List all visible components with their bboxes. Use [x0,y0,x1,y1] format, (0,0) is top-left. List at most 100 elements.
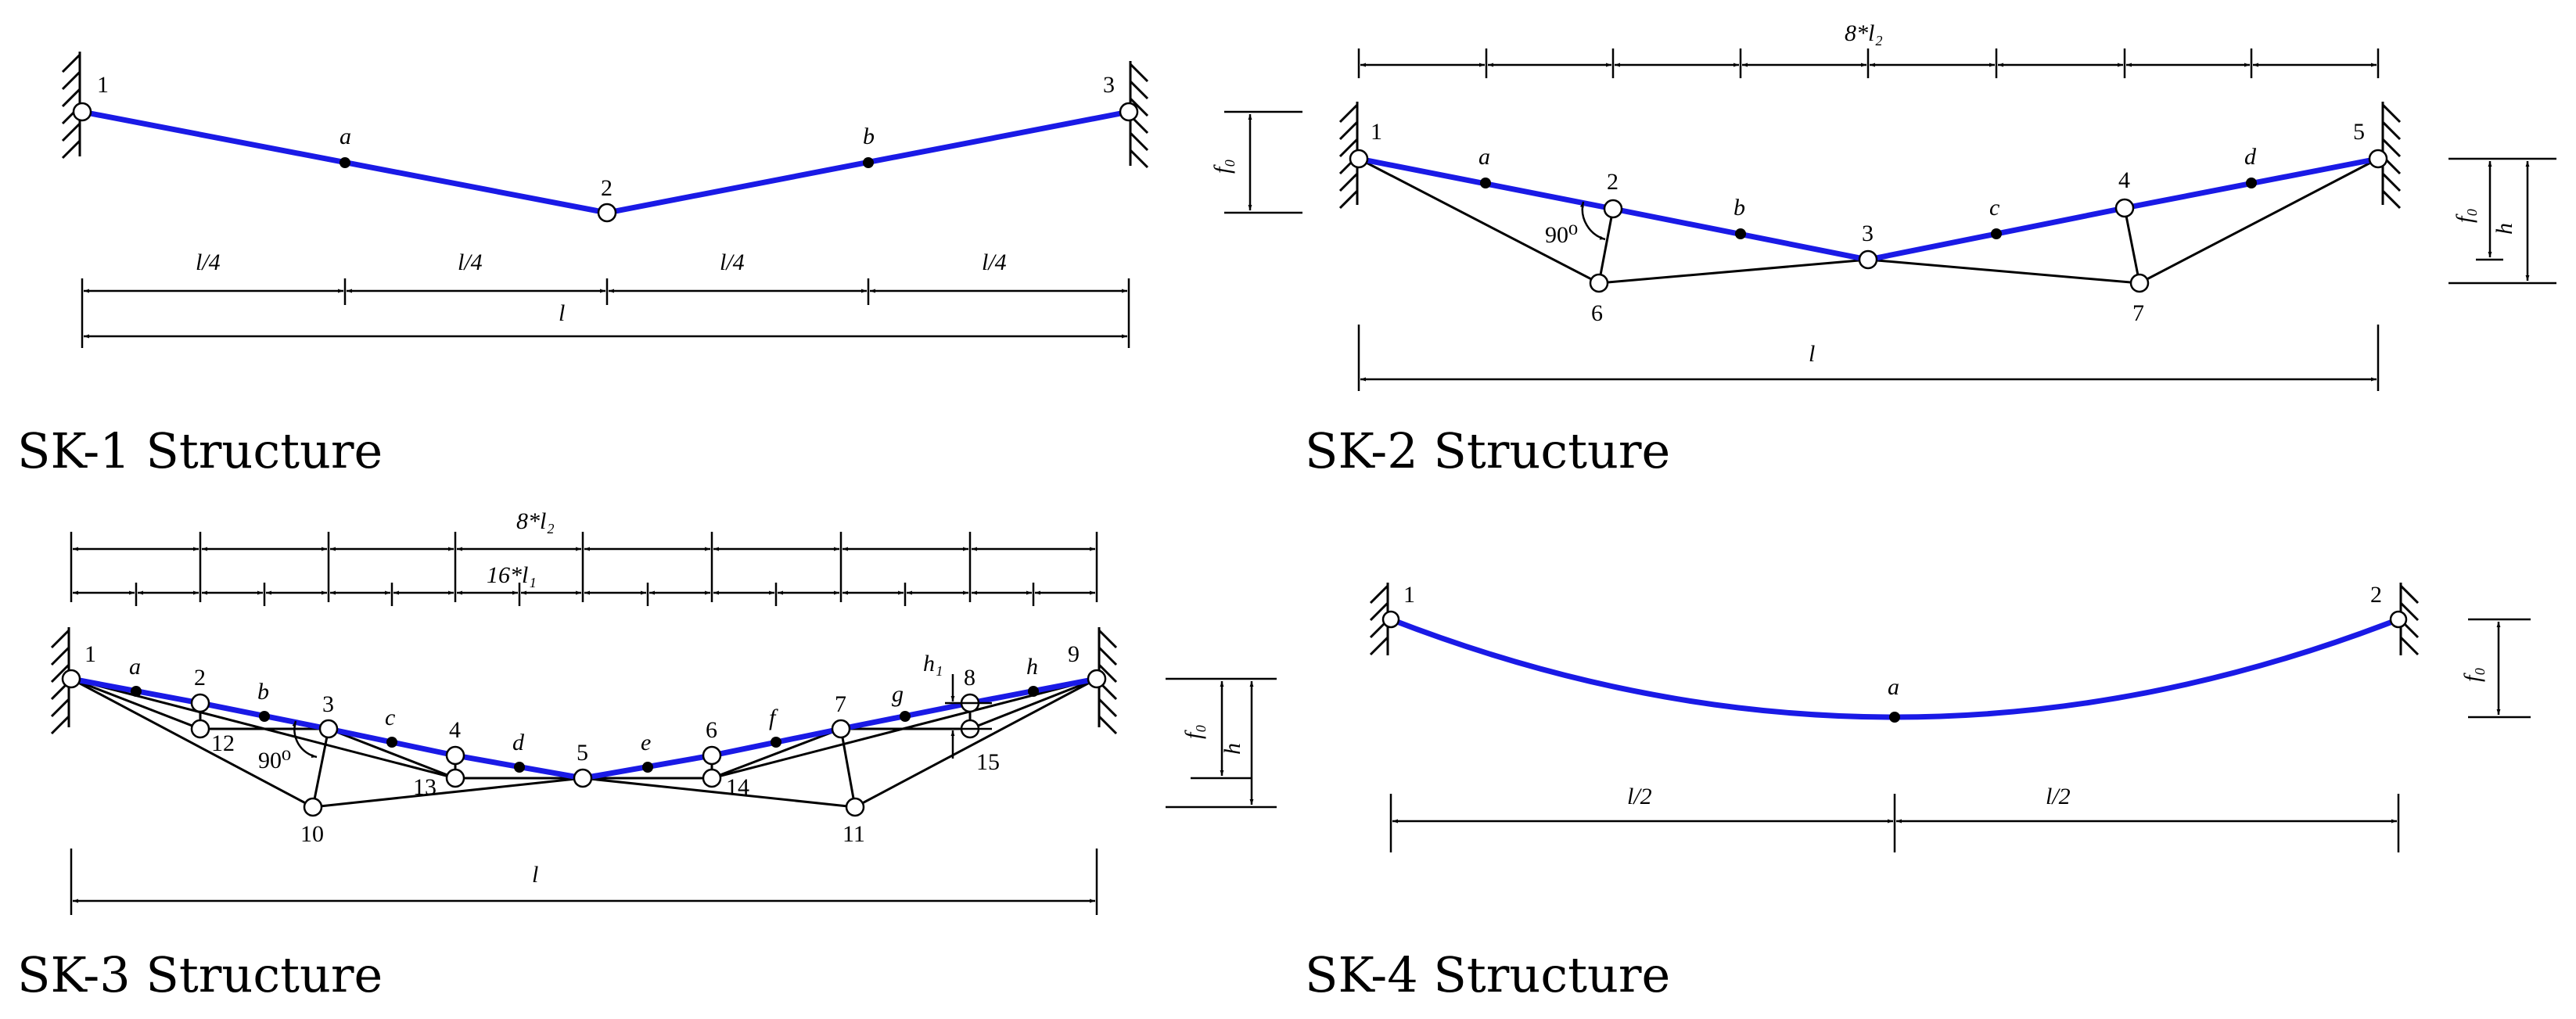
rise-height-dimension [1166,677,1277,809]
dim-label-span: l [1809,341,1815,367]
h1-label: h₁ [923,651,943,676]
height-label: h [2492,223,2517,235]
panel-title-sk1: SK-1 Structure [17,422,383,479]
point-label-d: d [512,730,525,755]
node-7 [2129,273,2150,293]
point-label-d: d [2244,144,2257,170]
point-label-b: b [257,679,269,705]
node-label-7: 7 [835,691,846,717]
right-angle-mark [1579,201,1606,241]
node-14 [702,768,722,788]
point-a [131,686,142,697]
rise-dimension [2468,618,2531,719]
half-dimension [1389,794,2400,852]
rise-label: f₀ [2459,667,2485,682]
point-label-c: c [1989,195,1999,221]
point-b [259,711,270,722]
node-5 [2368,149,2388,169]
point-h [1028,686,1039,697]
node-6 [1589,273,1609,293]
panel-title-sk3: SK-3 Structure [17,946,383,1003]
node-6 [702,745,722,766]
rise-height-dimension [2448,157,2556,285]
dim-label-span: l [532,862,538,888]
node-label-2: 2 [194,665,206,691]
sub-dimension [73,583,1095,606]
top-dimension [70,532,1098,602]
node-3 [318,719,339,739]
quarter-dimension [81,278,1130,348]
node-label-8: 8 [964,665,975,691]
node-12 [190,719,210,739]
node-label-7: 7 [2132,300,2144,326]
node-label-2: 2 [1607,169,1619,195]
top-dimension-label: 8*l₂ [516,508,555,534]
sk3-panel: 1 2 3 4 5 6 7 8 9 10 11 12 13 14 15 a b … [17,508,1277,1003]
rise-dimension [1224,110,1302,214]
point-label-f: f [769,705,778,730]
node-label-2: 2 [2370,582,2382,608]
point-label-e: e [641,730,651,755]
point-label-a: a [1478,144,1490,170]
node-4 [2114,198,2135,218]
point-b [1735,228,1746,239]
angle-label: 90⁰ [258,748,291,773]
point-b [863,157,874,168]
node-10 [303,797,323,817]
node-label-4: 4 [2118,167,2130,193]
node-label-14: 14 [726,774,749,800]
node-11 [845,797,865,817]
point-d [2246,178,2257,188]
span-dimension [1357,325,2380,391]
point-label-b: b [863,124,875,149]
point-a [1480,178,1491,188]
node-7 [831,719,851,739]
rise-label: f₀ [2452,208,2477,223]
right-angle-mark [292,720,318,759]
panel-title-sk2: SK-2 Structure [1305,422,1670,479]
point-label-g: g [892,681,904,707]
point-label-a: a [1888,674,1899,700]
node-label-12: 12 [211,730,235,756]
node-label-5: 5 [2353,119,2365,145]
node-3 [1858,249,1878,270]
node-label-9: 9 [1068,641,1080,667]
dim-label-quarter-3: l/4 [720,249,745,275]
node-label-1: 1 [84,641,96,667]
node-label-5: 5 [577,740,588,766]
node-13 [445,768,465,788]
node-label-3: 3 [1103,72,1115,98]
node-label-1: 1 [97,72,109,98]
panel-title-sk4: SK-4 Structure [1305,946,1670,1003]
point-f [771,737,781,748]
dim-label-quarter-1: l/4 [196,249,221,275]
angle-label: 90⁰ [1545,222,1578,248]
point-c [1991,228,2002,239]
node-1 [61,669,81,689]
node-4 [445,745,465,766]
dim-label-quarter-4: l/4 [982,249,1007,275]
sk1-panel: 1 2 3 a b l/4 l/4 l/4 l/4 l f₀ SK-1 Stru… [17,52,1302,479]
node-label-6: 6 [1591,300,1603,326]
node-label-15: 15 [976,749,1000,775]
dim-label-span: l [559,300,565,326]
node-label-1: 1 [1371,119,1382,145]
node-2 [1603,199,1623,219]
point-a [1889,712,1900,723]
top-dimension [1357,48,2380,78]
node-1 [1381,610,1400,629]
height-label: h [1220,743,1245,755]
point-label-c: c [385,705,395,730]
node-label-4: 4 [449,717,461,743]
node-1 [1349,149,1369,169]
rise-label: f₀ [1209,159,1235,174]
span-dimension [70,849,1098,915]
h1-dimension [945,674,992,759]
sk4-panel: 1 2 a l/2 l/2 f₀ SK-4 Structure [1305,582,2531,1003]
node-label-6: 6 [706,717,717,743]
node-label-2: 2 [601,175,613,201]
sk2-panel: 1 2 3 4 5 6 7 a b c d 90⁰ [1305,20,2556,479]
point-e [642,762,653,773]
point-label-a: a [340,124,351,149]
